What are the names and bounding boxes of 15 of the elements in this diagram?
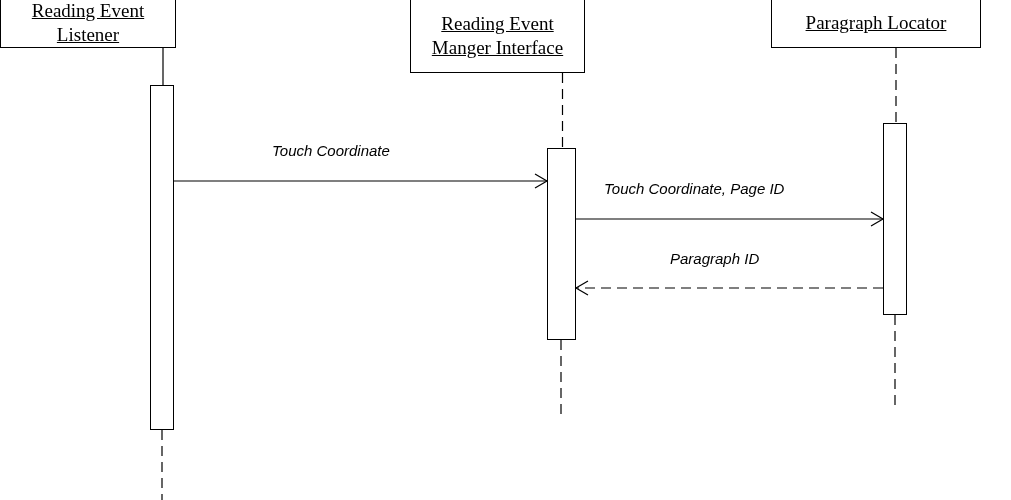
message-label: Touch Coordinate, Page ID (602, 180, 787, 197)
activation-bar (150, 85, 174, 430)
message-arrow (173, 173, 548, 189)
lifeline-header: Reading Event Manger Interface (410, 0, 585, 73)
activation-bar (547, 148, 576, 340)
lifeline (561, 72, 564, 149)
message-label: Touch Coordinate (270, 142, 392, 159)
lifeline-header: Reading Event Listener (0, 0, 176, 48)
message-arrow (575, 280, 884, 296)
lifeline-header: Paragraph Locator (771, 0, 981, 48)
lifeline (162, 47, 164, 86)
lifeline (895, 47, 897, 124)
activation-bar (883, 123, 907, 315)
message-arrow (575, 211, 884, 227)
message-label: Paragraph ID (668, 250, 762, 267)
